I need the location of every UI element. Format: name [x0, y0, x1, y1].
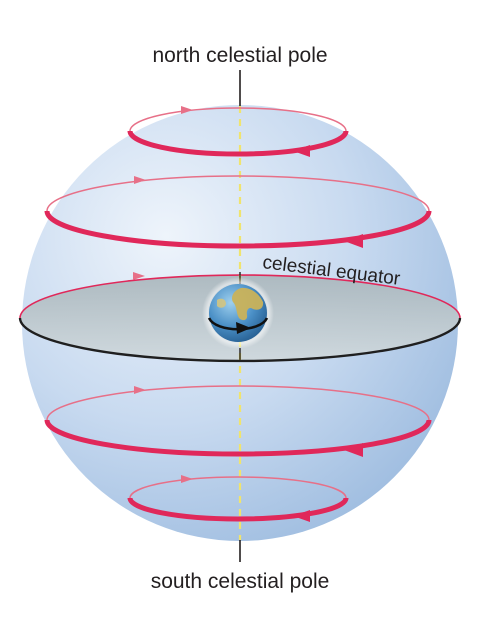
direction-arrow: [181, 106, 193, 114]
direction-arrow: [236, 322, 251, 334]
star-path-circle-2: [44, 175, 432, 249]
south-celestial-pole-label: south celestial pole: [151, 570, 330, 593]
direction-arrow: [181, 475, 193, 483]
direction-arrow: [344, 443, 363, 457]
direction-arrow: [134, 176, 146, 184]
equator-front-edge: [18, 317, 462, 363]
north-celestial-pole-label: north celestial pole: [152, 44, 327, 67]
star-path-circle-3: [44, 385, 432, 457]
star-path-circle-1: [127, 106, 349, 157]
star-path-circle-4: [127, 475, 349, 522]
direction-arrow: [293, 510, 310, 522]
earth-landmass: [217, 298, 226, 308]
direction-arrow: [293, 145, 310, 157]
earth: [202, 277, 274, 349]
direction-arrow: [133, 272, 145, 280]
earth-landmass: [231, 287, 264, 321]
direction-arrow: [134, 386, 146, 394]
direction-arrow: [344, 234, 363, 248]
